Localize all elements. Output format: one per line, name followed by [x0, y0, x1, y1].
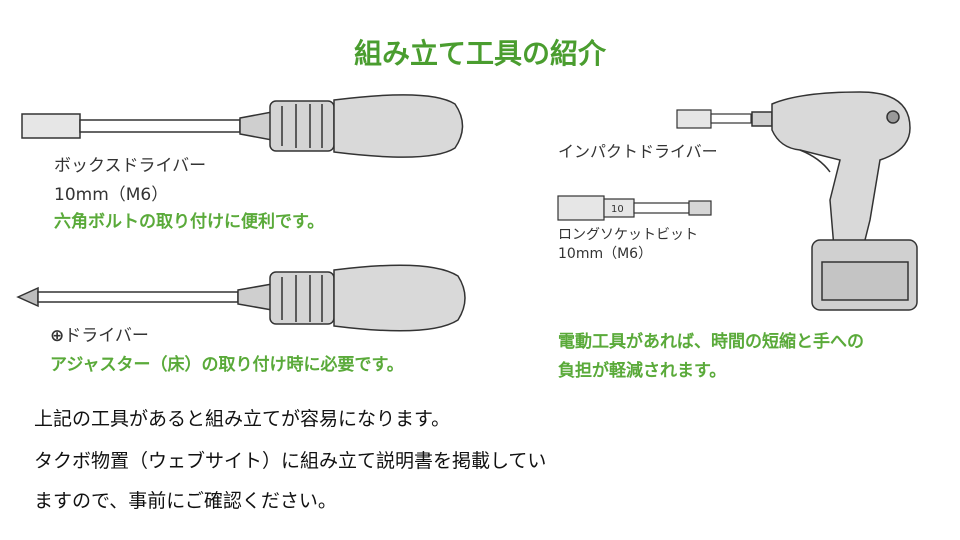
box-driver-size: 10mm（M6）	[54, 185, 169, 205]
page-title: 組み立て工具の紹介	[353, 37, 606, 70]
socket-size-marking: 10	[611, 204, 624, 215]
footer-line-2: タクボ物置（ウェブサイト）に組み立て説明書を掲載してい	[34, 450, 547, 472]
plus-driver-note: アジャスター（床）の取り付け時に必要です。	[50, 355, 404, 375]
plus-driver-name: ドライバー	[64, 326, 149, 346]
phillips-driver-illustration	[16, 264, 466, 332]
footer-line-3: ますので、事前にご確認ください。	[34, 490, 337, 512]
impact-note-line1: 電動工具があれば、時間の短縮と手への	[558, 332, 864, 352]
box-driver-name: ボックスドライバー	[54, 156, 207, 176]
box-driver-illustration	[21, 94, 464, 158]
plus-driver-label: ⊕ドライバー	[50, 321, 149, 346]
socket-size: 10mm（M6）	[558, 246, 653, 262]
socket-name: ロングソケットビット	[558, 227, 698, 243]
impact-bit-illustration	[676, 109, 752, 129]
footer-line-1: 上記の工具があると組み立てが容易になります。	[34, 408, 451, 430]
long-socket-bit-illustration	[557, 195, 712, 221]
impact-driver-name: インパクトドライバー	[558, 142, 718, 161]
impact-driver-illustration	[751, 91, 918, 311]
plus-symbol-icon: ⊕	[50, 326, 65, 346]
box-driver-note: 六角ボルトの取り付けに便利です。	[54, 212, 325, 232]
impact-note-line2: 負担が軽減されます。	[558, 361, 727, 381]
